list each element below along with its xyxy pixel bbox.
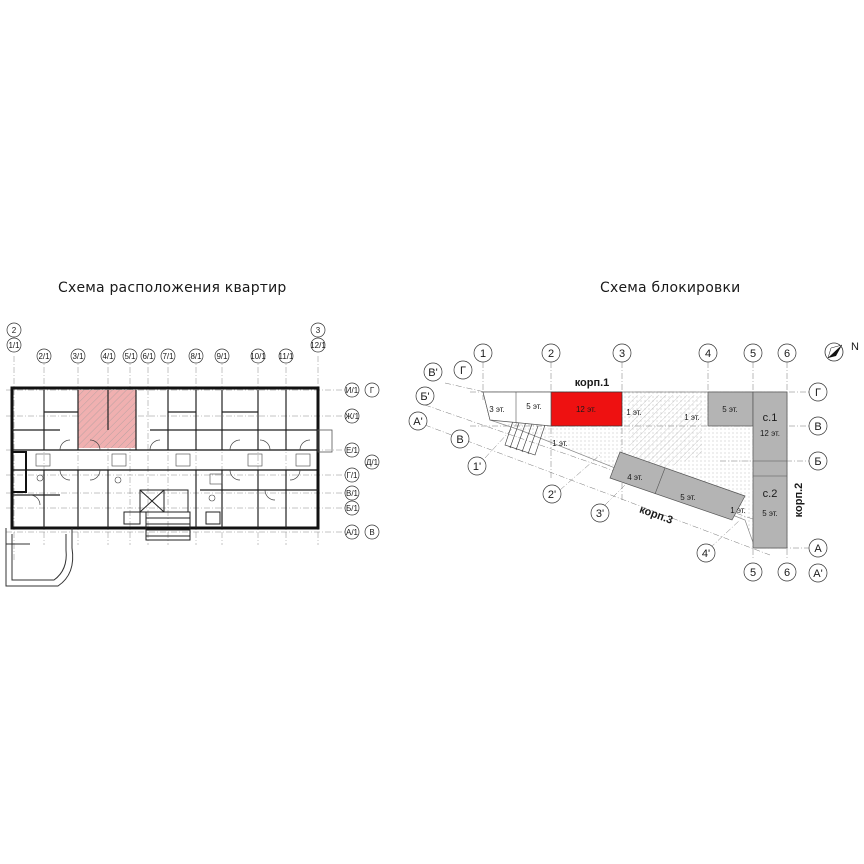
floor-label-1b: 1 эт. xyxy=(552,439,568,448)
plan-axis-outer-3: В xyxy=(369,528,374,537)
block-axis-left-3: Б' xyxy=(420,391,429,403)
block-axis-right-4: А xyxy=(814,543,822,555)
plan-axis-top-1: 1/1 xyxy=(8,341,20,350)
section-label-2: с.2 xyxy=(763,488,778,500)
block-axis-bottom-1: 1' xyxy=(473,461,481,473)
floor-label-5d: 5 эт. xyxy=(762,509,778,518)
floor-plan: 2 3 1/1 2/1 3/1 4/1 5/1 6/1 7/1 8/1 9/1 … xyxy=(5,322,380,587)
floor-label-3: 3 эт. xyxy=(489,405,505,414)
block-axis-top-1: 1 xyxy=(480,348,486,360)
block-axis-left-2: Г xyxy=(460,365,466,377)
block-axis-bottom-5: 5 xyxy=(750,567,756,579)
plan-axis-top-6: 6/1 xyxy=(142,352,154,361)
block-axis-right-1: Г xyxy=(815,387,821,399)
block-axis-bottom-6: 6 xyxy=(784,567,790,579)
plan-axis-top-4: 4/1 xyxy=(102,352,114,361)
plan-axis-right-6: Б/1 xyxy=(346,504,358,513)
floor-label-1a: 1 эт. xyxy=(626,408,642,417)
block-axis-top-6: 6 xyxy=(784,348,790,360)
block-axis-left-1: В' xyxy=(428,367,437,379)
plan-axis-top-12: 12/1 xyxy=(310,341,326,350)
north-arrow-icon: N xyxy=(824,341,859,362)
plan-axis-top-9: 9/1 xyxy=(216,352,228,361)
plan-axis-3: 3 xyxy=(316,326,321,335)
floor-label-12b: 12 эт. xyxy=(760,429,780,438)
korpus2-label: корп.2 xyxy=(793,483,805,518)
korpus2-tower xyxy=(752,391,788,549)
block-axis-top-2: 2 xyxy=(548,348,554,360)
korpus1-12-floor-block xyxy=(550,391,623,427)
section-label-1: с.1 xyxy=(763,412,778,424)
plan-axis-outer-1: Г xyxy=(370,386,375,395)
plan-axis-top-5: 5/1 xyxy=(124,352,136,361)
plan-axis-top-7: 7/1 xyxy=(162,352,174,361)
floor-label-12: 12 эт. xyxy=(576,405,596,414)
floor-label-1c: 1 эт. xyxy=(684,413,700,422)
blocking-scheme: 3 эт. 5 эт. 12 эт. 1 эт. 1 эт. 1 эт. 5 э… xyxy=(408,341,859,583)
block-axis-bottom-3: 3' xyxy=(596,508,604,520)
block-axis-right-3: Б xyxy=(814,456,821,468)
plan-axis-right-5: В/1 xyxy=(346,489,359,498)
plan-axis-top-3: 3/1 xyxy=(72,352,84,361)
block-axis-left-5: В xyxy=(456,434,463,446)
north-label: N xyxy=(851,341,859,353)
plan-axis-right-4: Г/1 xyxy=(346,471,358,480)
floor-label-5a: 5 эт. xyxy=(526,402,542,411)
plan-axis-right-3: Е/1 xyxy=(346,446,359,455)
korpus1-label: корп.1 xyxy=(575,377,610,389)
block-axis-bottom-4: 4' xyxy=(702,548,710,560)
floor-label-5b: 5 эт. xyxy=(722,405,738,414)
plan-axis-right-1: И/1 xyxy=(346,386,359,395)
plan-axis-outer-2: Д/1 xyxy=(366,458,379,467)
korpus3-label: корп.3 xyxy=(638,504,675,527)
plan-axis-top-11: 11/1 xyxy=(279,352,295,361)
block-axis-right-2: В xyxy=(814,421,821,433)
plan-title: Схема расположения квартир xyxy=(58,280,287,296)
blocking-title: Схема блокировки xyxy=(600,280,741,296)
block-axis-left-4: А' xyxy=(413,416,422,428)
floor-label-4: 4 эт. xyxy=(627,473,643,482)
plan-axis-right-7: А/1 xyxy=(346,528,359,537)
block-axis-top-5: 5 xyxy=(750,348,756,360)
block-axis-right-5: А' xyxy=(813,568,822,580)
korpus3-block xyxy=(609,451,746,521)
plan-axis-right-2: Ж/1 xyxy=(345,412,360,421)
block-axis-bottom-2: 2' xyxy=(548,489,556,501)
block-axis-top-4: 4 xyxy=(705,348,711,360)
plan-axis-top-8: 8/1 xyxy=(190,352,202,361)
plan-axis-top-10: 10/1 xyxy=(250,352,266,361)
floor-label-5c: 5 эт. xyxy=(680,493,696,502)
floor-label-1d: 1 эт. xyxy=(730,506,746,515)
plan-axis-top-2: 2/1 xyxy=(38,352,50,361)
plan-axis-2: 2 xyxy=(12,326,17,335)
block-axis-top-3: 3 xyxy=(619,348,625,360)
